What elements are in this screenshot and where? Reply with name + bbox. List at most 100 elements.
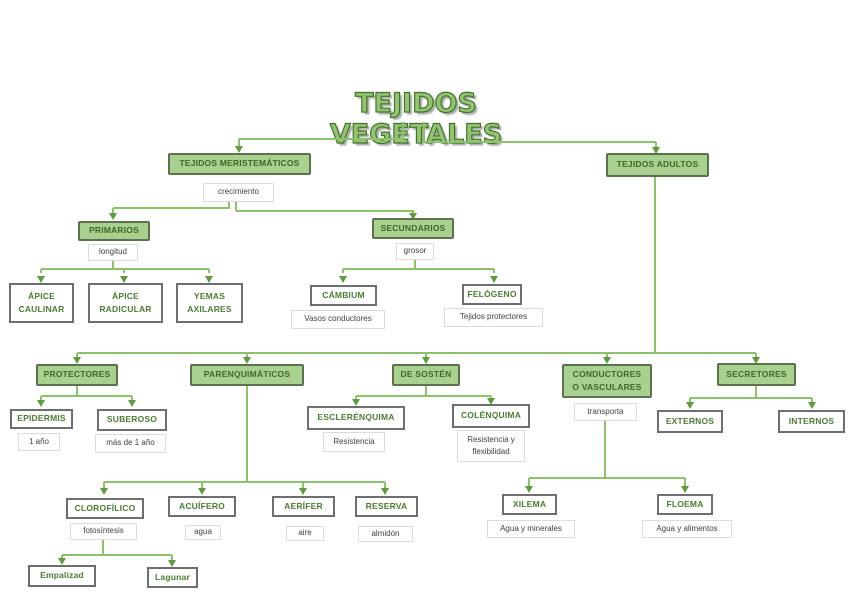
label-almidon: almidón	[358, 526, 413, 542]
node-conductores-o-vasculares-text: CONDUCTORES O VASCULARES	[572, 368, 642, 392]
connector-line	[41, 395, 132, 397]
connector-arrow-icon	[37, 400, 45, 407]
connector-line	[654, 177, 656, 353]
connector-line	[62, 554, 172, 556]
connector-line	[425, 353, 427, 357]
node-aerifer: AERÍFER	[272, 496, 335, 517]
label-agua-y-alimentos-text: Agua y alimentos	[656, 523, 718, 533]
label-1-ano-text: 1 año	[28, 436, 50, 446]
label-fotosintesis-text: fotosíntesis	[83, 526, 124, 536]
node-de-sosten: DE SOSTÉN	[392, 364, 460, 386]
node-felogeno: FELÓGENO	[462, 284, 522, 305]
connector-line	[102, 540, 104, 555]
connector-arrow-icon	[752, 357, 760, 364]
connector-arrow-icon	[409, 213, 417, 220]
connector-line	[689, 398, 691, 402]
node-lagunar-text: Lagunar	[155, 571, 190, 582]
connector-arrow-icon	[603, 357, 611, 364]
label-crecimiento: crecimiento	[203, 183, 274, 202]
node-suberoso-text: SUBEROSO	[106, 414, 158, 425]
connector-line	[41, 268, 209, 270]
connector-line	[493, 269, 495, 273]
connector-line	[606, 353, 608, 357]
connector-line	[246, 386, 248, 482]
node-floema: FLOEMA	[657, 494, 713, 515]
connector-arrow-icon	[198, 488, 206, 495]
connector-arrow-icon	[352, 399, 360, 406]
connector-arrow-icon	[235, 146, 243, 153]
label-grosor: grosor	[396, 243, 434, 260]
label-grosor-text: grosor	[403, 246, 427, 256]
node-acuifero: ACUÍFERO	[168, 496, 236, 517]
node-yemas-axilares-text: YEMAS AXILARES	[187, 290, 232, 314]
connector-line	[684, 478, 686, 486]
connector-line	[123, 269, 125, 273]
label-crecimiento-text: crecimiento	[218, 187, 259, 197]
node-primarios-text: PRIMARIOS	[89, 225, 139, 236]
node-colenquima: COLÉNQUIMA	[452, 404, 530, 428]
label-almidon-text: almidón	[371, 528, 400, 538]
connector-line	[113, 207, 230, 209]
connector-line	[76, 386, 78, 396]
connector-line	[343, 268, 494, 270]
connector-line	[40, 269, 42, 273]
label-tejidos-protectores: Tejidos protectores	[444, 308, 543, 327]
node-clorofilico-text: CLOROFÍLICO	[74, 502, 136, 513]
label-agua-y-minerales: Agua y minerales	[487, 520, 575, 538]
connector-arrow-icon	[681, 486, 689, 493]
node-esclerenquima-text: ESCLERÉNQUIMA	[317, 412, 395, 423]
connector-line	[238, 139, 240, 146]
label-agua-y-alimentos: Agua y alimentos	[642, 520, 732, 538]
connector-line	[342, 269, 344, 273]
connector-line	[201, 482, 203, 488]
label-agua-text: agua	[194, 527, 212, 537]
node-epidermis-text: EPIDERMIS	[17, 413, 66, 424]
connector-arrow-icon	[339, 276, 347, 283]
node-clorofilico: CLOROFÍLICO	[66, 498, 144, 519]
node-secretores-text: SECRETORES	[726, 368, 787, 379]
label-aire: aire	[286, 526, 324, 541]
label-resistencia: Resistencia	[323, 432, 385, 452]
connector-line	[76, 353, 78, 357]
connector-line	[690, 397, 812, 399]
node-felogeno-text: FELÓGENO	[467, 288, 517, 299]
connector-line	[104, 481, 385, 483]
label-resistencia-text: Resistencia	[333, 436, 375, 446]
connector-line	[235, 202, 237, 211]
connector-line	[236, 210, 414, 212]
connector-line	[384, 482, 386, 488]
label-longitud-text: longitud	[98, 247, 128, 257]
label-transporta-text: transporta	[587, 406, 624, 416]
node-floema-text: FLOEMA	[666, 498, 704, 509]
node-yemas-axilares: YEMAS AXILARES	[176, 283, 243, 323]
connector-arrow-icon	[652, 147, 660, 154]
node-tejidos-adultos: TEJIDOS ADULTOS	[606, 153, 709, 177]
connector-line	[103, 482, 105, 488]
connector-line	[77, 352, 756, 354]
node-tejidos-meristematicos: TEJIDOS MERISTEMÁTICOS	[168, 153, 311, 175]
connector-line	[112, 208, 114, 213]
label-1-ano: 1 año	[18, 433, 60, 451]
connector-line	[425, 386, 427, 396]
node-lagunar: Lagunar	[147, 567, 198, 588]
node-aerifer-text: AERÍFER	[284, 500, 323, 511]
node-conductores-o-vasculares: CONDUCTORES O VASCULARES	[562, 364, 652, 398]
node-primarios: PRIMARIOS	[78, 221, 150, 241]
connector-arrow-icon	[128, 400, 136, 407]
node-parenquimaticos-text: PARENQUIMÁTICOS	[203, 369, 291, 380]
node-cambium: CÁMBIUM	[310, 285, 377, 306]
connector-line	[402, 122, 404, 139]
node-externos-text: EXTERNOS	[665, 415, 715, 426]
node-empalizad: Empalizad	[28, 565, 96, 587]
connector-arrow-icon	[808, 402, 816, 409]
label-mas-de-1-ano: más de 1 año	[95, 434, 166, 453]
connector-arrow-icon	[100, 488, 108, 495]
connector-arrow-icon	[525, 486, 533, 493]
connector-arrow-icon	[205, 276, 213, 283]
connector-line	[302, 482, 304, 488]
connector-arrow-icon	[487, 398, 495, 405]
node-acuifero-text: ACUÍFERO	[179, 500, 225, 511]
node-apice-caulinar-text: ÁPICE CAULINAR	[18, 290, 65, 314]
node-reserva: RESERVA	[355, 496, 418, 517]
label-vasos-conductores: Vasos conductores	[291, 310, 385, 329]
